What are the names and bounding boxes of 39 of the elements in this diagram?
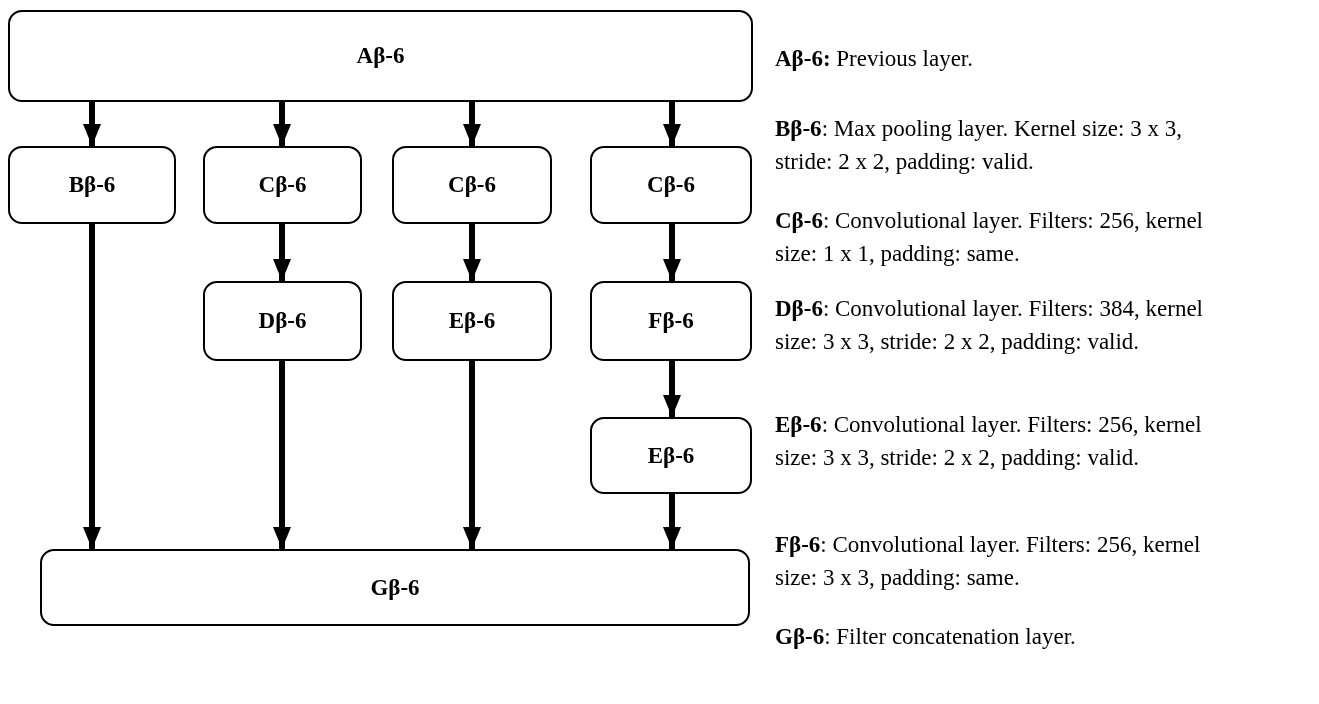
- layer-name: Eβ-6: [647, 442, 695, 469]
- layer-name: Cβ-6: [647, 172, 695, 198]
- layer-box: [40, 549, 750, 626]
- arrow: [273, 361, 291, 549]
- layer-description: Fβ-6: Convolutional layer. Filters: 256, kernel size: 3 x 3, padding: same.: [775, 531, 1202, 593]
- layer-description: Gβ-6: Filter concatenation layer.: [775, 623, 1077, 651]
- layer-box: [203, 146, 362, 224]
- layer-description: Eβ-6: Convolutional layer. Filters: 256, kernel size: 3 x 3, stride: 2 x 2, padding: valid.: [775, 411, 1203, 473]
- layer-name: Fβ-6: [648, 308, 694, 334]
- layer-box: [392, 146, 552, 224]
- arrow: [273, 102, 291, 146]
- layer-description: Cβ-6: Convolutional layer. Filters: 256, kernel size: 1 x 1, padding: same.: [775, 207, 1204, 269]
- arrow: [273, 224, 291, 281]
- layer-description: Dβ-6: Convolutional layer. Filters: 384, kernel size: 3 x 3, stride: 2 x 2, padding: valid.: [775, 295, 1204, 357]
- arrow: [83, 102, 101, 146]
- layer-name: Dβ-6: [258, 308, 307, 334]
- layer-name: Gβ-6: [370, 574, 420, 601]
- layer-name: Aβ-6: [356, 43, 405, 69]
- arrow: [663, 102, 681, 146]
- arrow: [463, 361, 481, 549]
- layer-box: [8, 146, 176, 224]
- arrow: [663, 494, 681, 549]
- arrow: [83, 224, 101, 549]
- layer-description: Bβ-6: Max pooling layer. Kernel size: 3 x 3, stride: 2 x 2, padding: valid.: [775, 115, 1183, 177]
- arrow: [663, 361, 681, 417]
- layer-name: Cβ-6: [448, 172, 496, 198]
- layer-description: Aβ-6: Previous layer.: [775, 45, 974, 73]
- layer-name: Cβ-6: [258, 172, 307, 198]
- layer-box: [590, 146, 752, 224]
- layer-box: [590, 281, 752, 361]
- layer-name: Eβ-6: [448, 308, 496, 334]
- arrow: [463, 102, 481, 146]
- layer-name: Bβ-6: [68, 172, 116, 198]
- arrow: [663, 224, 681, 281]
- layer-box: [203, 281, 362, 361]
- arrow: [463, 224, 481, 281]
- layer-box: [392, 281, 552, 361]
- layer-box: [590, 417, 752, 494]
- layer-box: [8, 10, 753, 102]
